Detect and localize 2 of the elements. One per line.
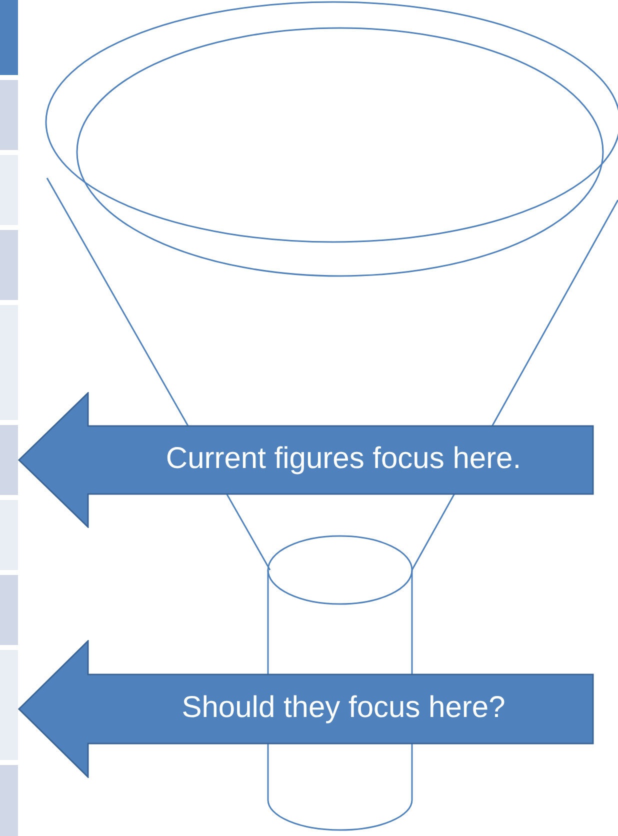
callout-text: Current figures focus here. xyxy=(164,442,522,476)
callout-text: Should they focus here? xyxy=(180,691,506,725)
